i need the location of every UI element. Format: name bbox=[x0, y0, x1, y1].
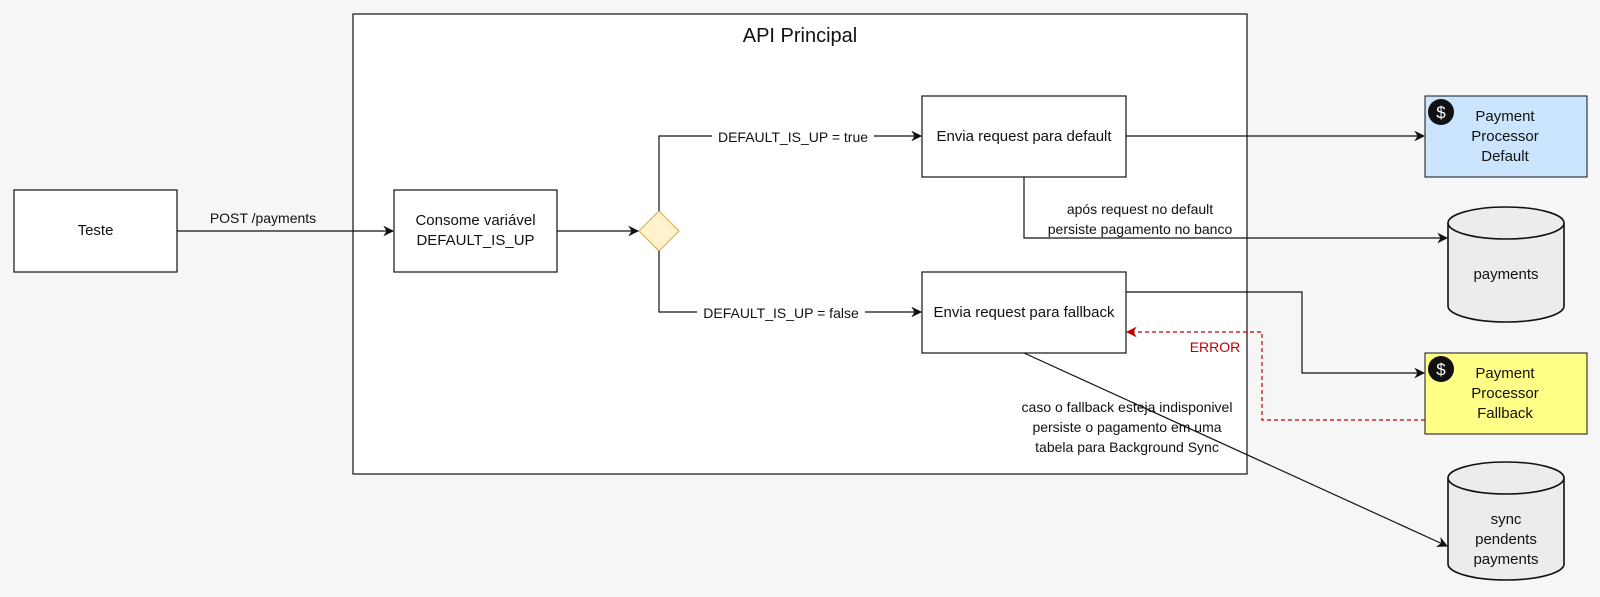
dollar-coin-icon: $ bbox=[1428, 356, 1454, 382]
dollar-coin-icon: $ bbox=[1428, 99, 1454, 125]
edge-error bbox=[1125, 326, 1425, 421]
edge-fallback-to-sync-db bbox=[1023, 352, 1448, 547]
envia-fallback-box[interactable] bbox=[921, 271, 1127, 354]
edge-default-to-payments-db bbox=[1023, 177, 1449, 244]
svg-text:$: $ bbox=[1436, 360, 1446, 379]
edge-fallback-to-processor bbox=[1126, 291, 1426, 379]
envia-default-box[interactable] bbox=[921, 95, 1127, 178]
teste-box[interactable] bbox=[13, 189, 178, 273]
sync-pendents-payments-database[interactable] bbox=[1447, 461, 1565, 581]
payments-database[interactable] bbox=[1447, 206, 1565, 323]
svg-text:$: $ bbox=[1436, 103, 1446, 122]
consome-variavel-box[interactable] bbox=[393, 189, 558, 273]
